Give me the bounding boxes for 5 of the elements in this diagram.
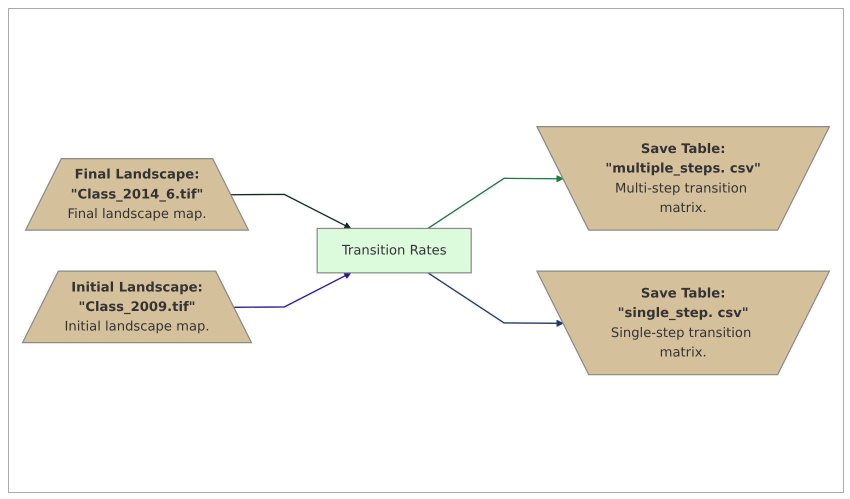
node-box: Transition Rates xyxy=(316,228,472,274)
arrow xyxy=(428,174,564,229)
arrow xyxy=(234,272,352,308)
arrow xyxy=(428,272,564,327)
arrow xyxy=(230,194,352,229)
